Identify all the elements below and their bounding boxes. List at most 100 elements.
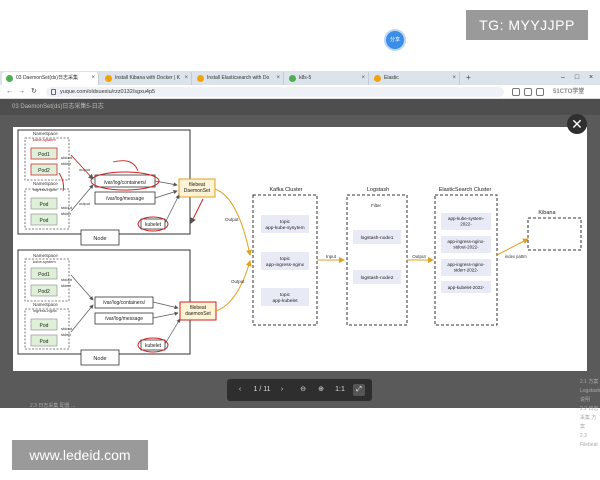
es-index-4-label: app-kubelet-2022- <box>448 285 485 290</box>
node2-arrow-to-filebeat-c <box>164 318 181 345</box>
filebeat1-to-kafka-arrow <box>214 188 252 256</box>
node1-stdout-bottom: stdout <box>61 205 73 210</box>
architecture-diagram: Node NameSpace kube-system Pod1 Pod2 std… <box>13 127 587 371</box>
output-label-2: Output <box>231 279 245 284</box>
window-close-icon[interactable]: × <box>588 74 594 81</box>
node1-path-containers-highlight <box>90 171 160 191</box>
tab-bar: 03 DaemonSet(ds)日志采集 × Install Kibana wi… <box>0 71 600 85</box>
filebeat2-to-kafka-arrow <box>215 260 252 312</box>
kafka-topic-1 <box>261 215 309 233</box>
node1-stdout-top: stdout <box>61 155 73 160</box>
lock-icon <box>51 89 56 95</box>
tab-elastic[interactable]: Elastic × <box>370 72 460 85</box>
maximize-icon[interactable]: □ <box>574 74 580 81</box>
tab-install-elasticsearch[interactable]: Install Elasticsearch with Do × <box>193 72 284 85</box>
close-tab-icon[interactable]: × <box>276 75 280 81</box>
node1-filebeat <box>178 178 216 198</box>
node1-output-label-2: output <box>79 201 91 206</box>
profile-icon[interactable] <box>536 88 544 96</box>
close-viewer-button[interactable]: ✕ <box>567 114 587 134</box>
close-tab-icon[interactable]: × <box>452 75 456 81</box>
node1-red-annotation-2 <box>58 172 64 192</box>
node1-path-containers-label: /var/log/containers/ <box>104 180 147 186</box>
elastic-favicon-icon <box>374 75 381 82</box>
node2-pod3 <box>30 318 58 331</box>
tab-daemonset-doc[interactable]: 03 DaemonSet(ds)日志采集 × <box>2 72 99 85</box>
es-title: ElasticSearch Cluster <box>439 187 492 193</box>
output-label-1: Output <box>225 217 239 222</box>
input-label: Input <box>326 254 337 259</box>
bookmark-icon[interactable] <box>524 88 532 96</box>
node2-pod2 <box>30 284 58 297</box>
node2-arrow-to-filebeat-a <box>152 301 179 310</box>
kafka-topic-3 <box>261 288 309 306</box>
node1-pod4-label: Pod <box>40 218 49 224</box>
new-tab-button[interactable]: + <box>466 73 471 82</box>
node1-ns2-box <box>24 188 70 230</box>
node2-path-message-label: /var/log/message <box>105 316 143 322</box>
es-to-kibana-arrow <box>496 238 529 256</box>
minimize-icon[interactable]: – <box>561 74 565 81</box>
back-icon[interactable]: ← <box>6 88 13 95</box>
prev-image-button[interactable]: ‹ <box>238 386 242 393</box>
node1-arrow-to-filebeat-a <box>154 180 178 187</box>
node2-stderr-top: stderr <box>61 283 72 288</box>
node1-pod2 <box>30 163 58 176</box>
zoom-in-icon[interactable]: ⊕ <box>318 386 324 393</box>
node1-label-box <box>80 229 120 246</box>
close-tab-icon[interactable]: × <box>91 75 95 81</box>
node2-stderr-bottom: stderr <box>61 332 72 337</box>
node2-arrow-to-filebeat-b <box>152 311 179 319</box>
next-image-button[interactable]: › <box>280 386 284 393</box>
es-index-3-label: app-ingress-nginx-stderr-2022- <box>447 262 485 272</box>
kibana-box <box>527 217 582 251</box>
logstash-title: Logstash <box>367 187 389 193</box>
close-tab-icon[interactable]: × <box>361 75 365 81</box>
site-logo: 51CTO学堂 <box>553 89 585 95</box>
node1-pod1-label: Pod1 <box>38 152 50 158</box>
yuque-favicon-icon <box>289 75 296 82</box>
url-field[interactable]: yuque.com/oldxuexiu/rzz0132/sgxu4p5 <box>46 87 504 97</box>
share-badge[interactable]: 分享 <box>386 31 404 49</box>
node1-path-kubelet <box>140 218 166 230</box>
node1-label: Node <box>93 236 106 242</box>
node2-label-box <box>80 349 120 366</box>
actual-size-button[interactable]: 1:1 <box>335 386 345 393</box>
es-index-2-label: app-ingress-nginx-stdout-2022- <box>447 239 485 249</box>
logstash-box <box>346 194 408 326</box>
fit-screen-icon[interactable]: ⤢ <box>353 384 365 396</box>
close-tab-icon[interactable]: × <box>184 75 188 81</box>
reload-icon[interactable]: ↻ <box>31 88 37 95</box>
node1-path-kubelet-highlight <box>137 216 169 232</box>
node2-pod3-label: Pod <box>40 323 49 329</box>
tab-k8s-5[interactable]: k8s-5 × <box>285 72 369 85</box>
node1-arrow-pod2-to-containers <box>70 184 94 212</box>
es-index-4 <box>441 281 491 293</box>
tab-install-kibana[interactable]: Install Kibana with Docker | K × <box>101 72 192 85</box>
es-index-2 <box>441 236 491 253</box>
node1-pod1 <box>30 147 58 160</box>
node1-pod4 <box>30 213 58 226</box>
extension-icon[interactable] <box>512 88 520 96</box>
forward-icon[interactable]: → <box>18 88 25 95</box>
node2-pod2-label: Pod2 <box>38 289 50 295</box>
es-output-label: Output <box>412 254 426 259</box>
logstash-filter-label: Filter <box>371 203 382 208</box>
logstash-node1-label: logstash-node1 <box>361 235 394 241</box>
logstash-node2-label: logstash-node2 <box>361 275 394 281</box>
node2-ns2-box <box>24 308 70 350</box>
elastic-favicon-icon <box>197 75 204 82</box>
node2-arrow-pod2-to-containers <box>70 304 94 333</box>
node2-pod4-label: Pod <box>40 339 49 345</box>
node1-pod3 <box>30 197 58 210</box>
elastic-favicon-icon <box>105 75 112 82</box>
node1-ns1-sub: kube-system <box>33 137 56 142</box>
node2-path-kubelet-highlight <box>137 337 169 353</box>
zoom-out-icon[interactable]: ⊖ <box>300 386 306 393</box>
node2-ns2-label: NameSpace <box>33 302 58 307</box>
kafka-title: Kafka Cluster <box>269 187 302 193</box>
yuque-favicon-icon <box>6 75 13 82</box>
node2-path-kubelet <box>140 339 166 351</box>
